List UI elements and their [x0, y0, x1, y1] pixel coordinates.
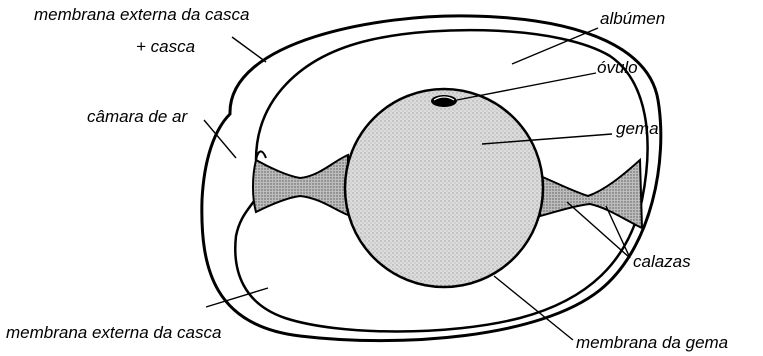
label-chalazae: calazas: [633, 253, 691, 270]
label-shell-top-line1: membrana externa da casca: [34, 6, 249, 23]
yolk: [345, 89, 543, 287]
label-albumen: albúmen: [600, 10, 665, 27]
label-yolk: gema: [616, 120, 659, 137]
right-chalaza: [540, 160, 642, 228]
air-cell-inner-edge: [256, 151, 266, 160]
leader-ovule: [457, 73, 596, 100]
left-chalaza: [253, 155, 348, 215]
label-shell-top-line2: + casca: [136, 38, 195, 55]
leader-shell-top: [232, 37, 266, 62]
leader-yolk-membrane: [494, 276, 573, 340]
label-yolk-membrane: membrana da gema: [576, 334, 728, 351]
label-ovule: óvulo: [597, 59, 638, 76]
label-air-cell: câmara de ar: [87, 108, 187, 125]
label-outer-membrane-bottom: membrana externa da casca: [6, 324, 221, 341]
ovule-mark: [431, 95, 457, 107]
